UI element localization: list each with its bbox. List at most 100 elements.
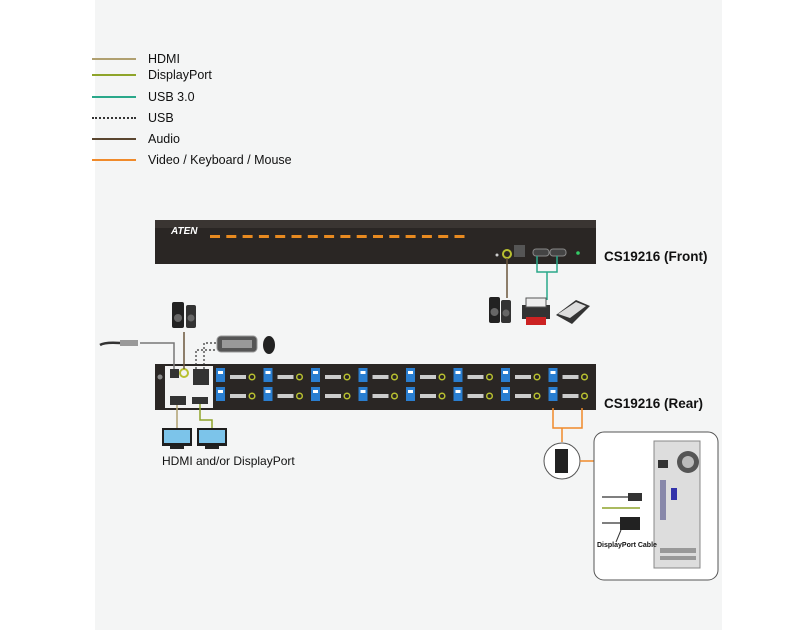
rear-port-group	[406, 387, 446, 401]
rear-port-group	[216, 368, 256, 382]
legend-label: DisplayPort	[148, 68, 212, 82]
usb3-port	[263, 387, 273, 401]
rear-port-group	[358, 368, 399, 382]
port-led	[389, 235, 400, 238]
mouse-icon	[263, 336, 275, 354]
usb3-port	[548, 387, 558, 401]
port-led	[421, 235, 432, 238]
aten-logo: ATEN	[171, 226, 198, 237]
usb3-port	[453, 368, 463, 382]
video-port	[372, 375, 389, 379]
usb3-port	[501, 368, 510, 382]
front-label: CS19216 (Front)	[604, 249, 708, 264]
legend-label: HDMI	[148, 52, 180, 66]
port-led	[356, 235, 367, 238]
legend-item: USB 3.0	[92, 90, 195, 104]
audio-port	[580, 392, 589, 400]
audio-port	[343, 392, 351, 400]
audio-port	[390, 373, 399, 381]
front-panel	[155, 220, 596, 264]
video-port	[420, 375, 436, 379]
computer-small-icon	[555, 449, 568, 473]
legend-line-icon	[92, 58, 136, 60]
port-led	[324, 235, 335, 238]
usb3-port	[263, 368, 273, 382]
rear-port-group	[358, 387, 399, 401]
audio-port	[295, 373, 304, 381]
rear-port-group	[263, 368, 304, 382]
rear-port-group	[501, 368, 541, 382]
port-led	[340, 235, 351, 238]
usb3-port	[358, 368, 368, 382]
audio-port	[438, 392, 446, 400]
usb3-port	[453, 387, 463, 401]
port-led	[258, 235, 269, 238]
video-port	[515, 394, 531, 398]
legend-item: USB	[92, 111, 174, 125]
port-led	[210, 235, 220, 238]
legend-line-icon	[92, 96, 136, 98]
usb3-port	[216, 387, 225, 401]
legend-line-icon	[92, 138, 136, 140]
audio-port	[295, 392, 304, 400]
legend-line-icon	[92, 159, 136, 161]
video-port	[230, 394, 246, 398]
port-led	[405, 235, 416, 238]
rear-port-group	[548, 387, 589, 401]
video-port	[325, 375, 341, 379]
audio-port	[343, 373, 351, 381]
monitor-icon-2	[197, 428, 227, 449]
rear-port-group	[548, 368, 589, 382]
rear-panel	[155, 364, 596, 410]
rear-port-group	[311, 368, 351, 382]
printer-icon	[522, 297, 550, 325]
legend-label: USB	[148, 111, 174, 125]
video-port	[467, 394, 484, 398]
audio-port	[533, 392, 541, 400]
rear-port-group	[453, 387, 494, 401]
monitor-icon-1	[162, 428, 192, 449]
legend-item: Audio	[92, 132, 180, 146]
port-led	[373, 235, 383, 238]
port-led	[454, 235, 465, 238]
video-port	[277, 394, 294, 398]
port-led	[438, 235, 449, 238]
usb3-port	[406, 387, 415, 401]
video-port	[277, 375, 294, 379]
rear-port-group	[311, 387, 351, 401]
rear-port-group	[263, 387, 304, 401]
video-port	[515, 375, 531, 379]
usb3-port	[216, 368, 225, 382]
audio-port	[580, 373, 589, 381]
video-port	[420, 394, 436, 398]
displayport-cable-label: DisplayPort Cable	[597, 542, 657, 549]
port-led	[226, 235, 237, 238]
speakers-rear-icon	[172, 302, 196, 328]
audio-port	[533, 373, 541, 381]
legend-line-icon	[92, 117, 136, 119]
usb3-port	[358, 387, 368, 401]
audio-port	[390, 392, 399, 400]
video-port	[372, 394, 389, 398]
keyboard-icon	[216, 335, 258, 353]
legend-label: Audio	[148, 132, 180, 146]
usb3-port	[311, 368, 320, 382]
legend-label: Video / Keyboard / Mouse	[148, 153, 292, 167]
audio-port	[485, 392, 494, 400]
video-port	[562, 394, 579, 398]
audio-port	[248, 373, 256, 381]
legend-item: HDMI	[92, 52, 180, 66]
computer-tower-icon	[653, 440, 701, 569]
front-leds	[210, 235, 465, 238]
video-port	[467, 375, 484, 379]
legend-item: DisplayPort	[92, 68, 212, 82]
video-port	[325, 394, 341, 398]
speakers-front-icon	[489, 297, 511, 323]
video-port	[230, 375, 246, 379]
legend-label: USB 3.0	[148, 90, 195, 104]
rear-port-group	[453, 368, 494, 382]
port-led	[242, 235, 253, 238]
rear-port-group	[406, 368, 446, 382]
